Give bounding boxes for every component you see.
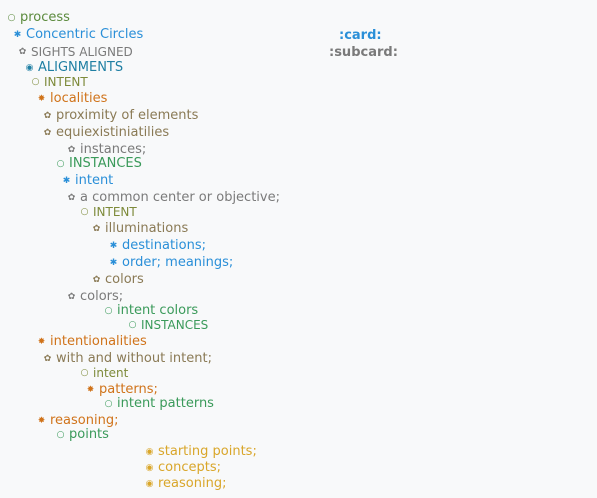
flower-icon[interactable]: ✿ (67, 193, 76, 203)
star-burst-icon[interactable]: ✸ (86, 385, 95, 395)
outline-node[interactable]: ✿ instances; (67, 142, 147, 158)
circle-outline-icon[interactable]: ○ (56, 159, 65, 169)
star-burst-icon[interactable]: ✸ (37, 337, 46, 347)
outline-node-label: Concentric Circles (26, 27, 144, 42)
outline-node-label: localities (50, 91, 108, 106)
target-circle-icon[interactable]: ◉ (145, 447, 154, 457)
circle-outline-icon[interactable]: ○ (56, 430, 65, 440)
outline-node-label: intent patterns (117, 396, 214, 411)
outline-node[interactable]: ✸ intentionalities (37, 334, 147, 350)
target-circle-icon[interactable]: ◉ (145, 463, 154, 473)
outline-node-label: intent (93, 366, 129, 380)
flower-icon[interactable]: ✿ (43, 111, 52, 121)
outline-node-label: equiexistiniatilies (56, 125, 170, 140)
card-tag: :card: (339, 28, 382, 43)
outline-node-label: concepts; (158, 460, 221, 475)
outline-node[interactable]: ✿ illuminations (92, 221, 189, 237)
flower-icon[interactable]: ✿ (18, 47, 27, 57)
circle-outline-icon[interactable]: ○ (7, 13, 16, 23)
outline-node[interactable]: ✿ colors; (67, 289, 123, 305)
outline-node-label: intent (75, 173, 114, 188)
circle-outline-icon[interactable]: ○ (128, 320, 137, 330)
flower-icon[interactable]: ✿ (67, 292, 76, 302)
outline-node-label: points (69, 427, 109, 442)
outline-node-label: intent colors (117, 303, 199, 318)
outline-node[interactable]: ✸ reasoning; (37, 413, 119, 429)
outline-node-label: reasoning; (50, 413, 119, 428)
outline-node[interactable]: ○ INSTANCES (128, 317, 209, 333)
outline-node-label: patterns; (99, 382, 158, 397)
asterisk-icon[interactable]: ✱ (109, 241, 118, 251)
outline-node-label: destinations; (122, 238, 206, 253)
outline-node-label: SIGHTS ALIGNED (31, 45, 133, 59)
outline-node[interactable]: ✿ with and without intent; (43, 351, 212, 367)
outline-node-label: a common center or objective; (80, 190, 280, 205)
outline-node[interactable]: ◉ ALIGNMENTS (25, 60, 124, 76)
outline-node-label: INTENT (93, 205, 137, 219)
outline-node[interactable]: ○ intent colors (104, 303, 199, 319)
circle-outline-icon[interactable]: ○ (80, 207, 89, 217)
star-burst-icon[interactable]: ✸ (37, 416, 46, 426)
outline-node[interactable]: ○ intent patterns (104, 396, 214, 412)
circle-outline-icon[interactable]: ○ (80, 368, 89, 378)
outline-node-label: illuminations (105, 221, 189, 236)
outline-node[interactable]: ◉ concepts; (145, 460, 221, 476)
outline-node[interactable]: ✱ intent (62, 173, 114, 189)
outline-node[interactable]: ○ points (56, 427, 109, 443)
outline-node[interactable]: ○ INTENT (80, 204, 137, 220)
asterisk-icon[interactable]: ✱ (62, 176, 71, 186)
outline-node[interactable]: ✱ destinations; (109, 238, 206, 254)
outline-node[interactable]: ○ INTENT (31, 74, 88, 90)
outline-node[interactable]: ✿ SIGHTS ALIGNED (18, 44, 133, 60)
outline-node-label: reasoning; (158, 476, 227, 491)
outline-node[interactable]: ✱ order; meanings; (109, 255, 234, 271)
outline-node-label: starting points; (158, 444, 257, 459)
outline-node[interactable]: ✸ localities (37, 91, 108, 107)
outline-node[interactable]: ◉ starting points; (145, 444, 257, 460)
asterisk-icon[interactable]: ✱ (13, 30, 22, 40)
flower-icon[interactable]: ✿ (67, 145, 76, 155)
outline-node-label: colors; (80, 289, 124, 304)
flower-icon[interactable]: ✿ (92, 224, 101, 234)
circle-outline-icon[interactable]: ○ (104, 306, 113, 316)
outline-node[interactable]: ✸ patterns; (86, 382, 158, 398)
circle-outline-icon[interactable]: ○ (31, 77, 40, 87)
outline-node-label: colors (105, 272, 144, 287)
star-burst-icon[interactable]: ✸ (37, 94, 46, 104)
target-circle-icon[interactable]: ◉ (145, 479, 154, 489)
flower-icon[interactable]: ✿ (43, 354, 52, 364)
outline-node-label: INSTANCES (141, 318, 209, 332)
outline-node-label: process (20, 10, 70, 25)
subcard-tag: :subcard: (329, 45, 398, 60)
target-circle-icon[interactable]: ◉ (25, 63, 34, 73)
outline-node-label: order; meanings; (122, 255, 234, 270)
asterisk-icon[interactable]: ✱ (109, 258, 118, 268)
outline-node-label: proximity of elements (56, 108, 199, 123)
outline-node-label: ALIGNMENTS (38, 60, 124, 75)
flower-icon[interactable]: ✿ (92, 275, 101, 285)
outline-node[interactable]: ◉ reasoning; (145, 476, 227, 492)
outline-node[interactable]: ○ process (7, 10, 70, 26)
outline-node-label: INSTANCES (69, 156, 142, 171)
flower-icon[interactable]: ✿ (43, 128, 52, 138)
outline-node-label: intentionalities (50, 334, 147, 349)
outline-node-label: with and without intent; (56, 351, 212, 366)
outline-node-label: instances; (80, 142, 147, 157)
outline-node[interactable]: ○ INSTANCES (56, 156, 142, 172)
outline-node[interactable]: ✿ a common center or objective; (67, 190, 280, 206)
outline-node[interactable]: ✱ Concentric Circles (13, 27, 144, 43)
outline-node-label: INTENT (44, 75, 88, 89)
circle-outline-icon[interactable]: ○ (104, 399, 113, 409)
outline-node[interactable]: ✿ proximity of elements (43, 108, 199, 124)
outline-node[interactable]: ○ intent (80, 365, 129, 381)
outline-node[interactable]: ✿ equiexistiniatilies (43, 125, 169, 141)
outline-node[interactable]: ✿ colors (92, 272, 144, 288)
